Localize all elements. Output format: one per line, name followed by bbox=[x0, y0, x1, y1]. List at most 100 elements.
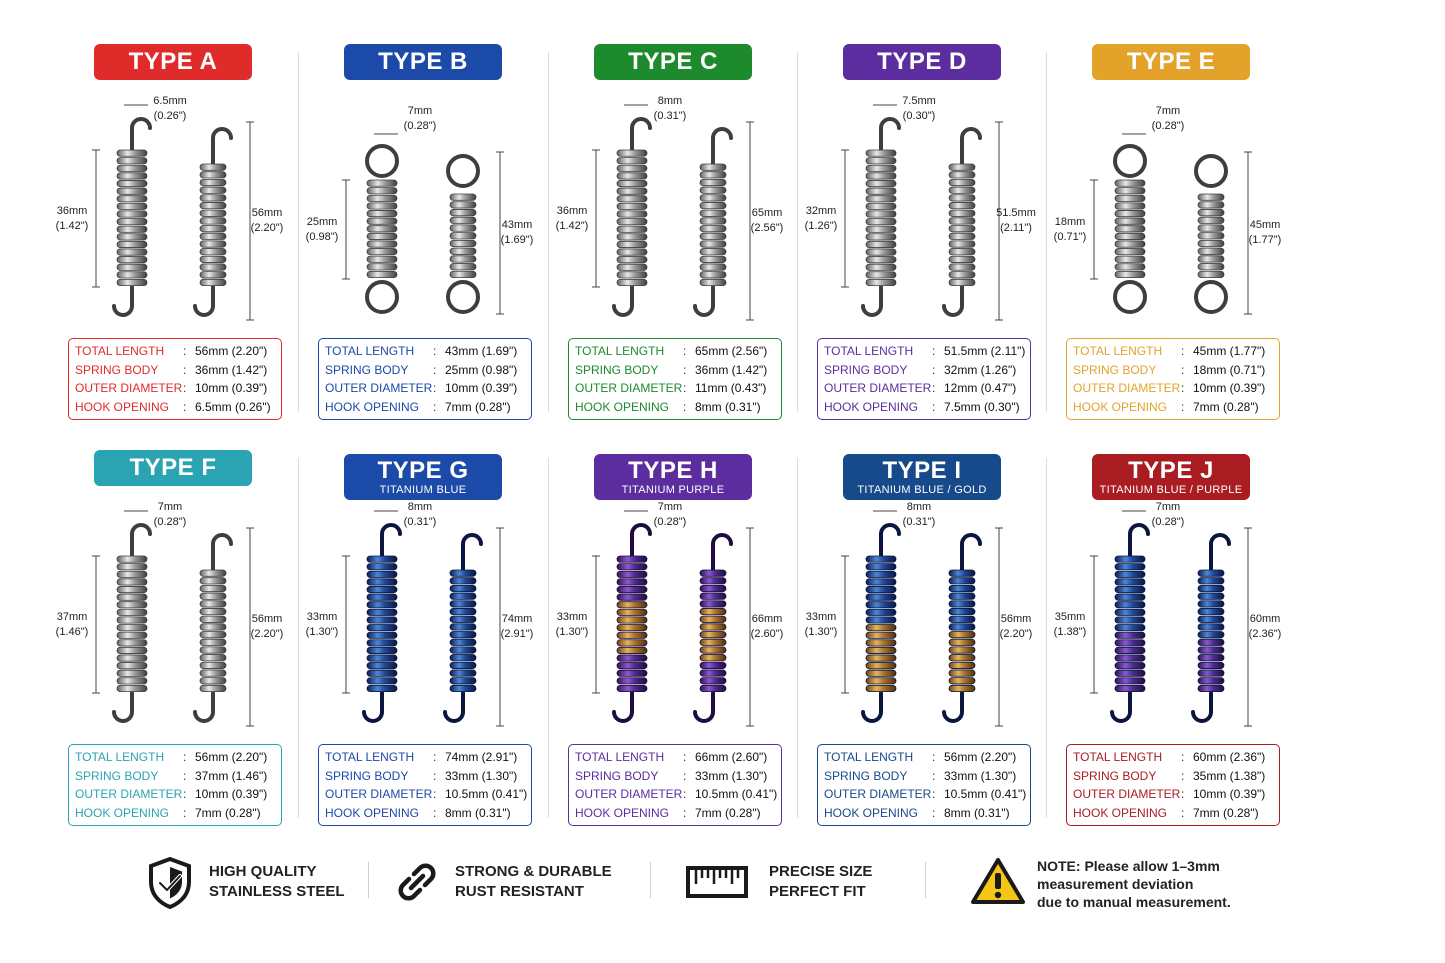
total-dim-in: (2.11") bbox=[1000, 222, 1032, 234]
spec-colon: : bbox=[183, 399, 187, 414]
spec-row-total-length: TOTAL LENGTH:56mm (2.20") bbox=[75, 748, 277, 766]
total-dim-in: (2.36") bbox=[1248, 628, 1282, 640]
spec-value: 10.5mm (0.41") bbox=[445, 787, 528, 801]
column-divider bbox=[797, 52, 798, 412]
feature-quality-line2: STAINLESS STEEL bbox=[209, 883, 345, 900]
body-dim-in: (1.46") bbox=[55, 625, 89, 638]
hook-dim-mm: 6.5mm bbox=[153, 95, 187, 107]
spec-value: 33mm (1.30") bbox=[445, 768, 518, 783]
spec-value: 36mm (1.42") bbox=[695, 362, 768, 377]
spec-label: SPRING BODY bbox=[575, 362, 659, 377]
spec-label: HOOK OPENING bbox=[1073, 805, 1168, 820]
type-subtitle: TITANIUM BLUE / PURPLE bbox=[1099, 484, 1243, 496]
type-title: TYPE F bbox=[129, 454, 217, 481]
spring-illustration bbox=[92, 510, 254, 727]
spec-label: HOOK OPENING bbox=[575, 399, 670, 414]
body-dim-mm: 33mm bbox=[805, 610, 837, 623]
spec-row-outer-diameter: OUTER DIAMETER:10.5mm (0.41") bbox=[325, 785, 527, 803]
spec-value: 10mm (0.39") bbox=[1193, 381, 1266, 395]
column-divider bbox=[797, 458, 798, 818]
spec-row-outer-diameter: OUTER DIAMETER:12mm (0.47") bbox=[824, 379, 1026, 397]
total-dim-mm: 45mm bbox=[1249, 219, 1281, 231]
spec-row-total-length: TOTAL LENGTH:56mm (2.20") bbox=[824, 748, 1026, 766]
spec-colon: : bbox=[1181, 399, 1185, 414]
spec-row-hook-opening: HOOK OPENING:7mm (0.28") bbox=[1073, 398, 1275, 416]
body-dim-in: (1.42") bbox=[55, 219, 89, 232]
spec-row-hook-opening: HOOK OPENING:7mm (0.28") bbox=[575, 804, 777, 822]
spring-illustration bbox=[342, 510, 504, 727]
total-dim-mm: 60mm bbox=[1249, 613, 1281, 625]
hook-dim-mm: 7mm bbox=[407, 105, 433, 117]
spec-label: OUTER DIAMETER bbox=[325, 381, 433, 395]
spec-row-total-length: TOTAL LENGTH:56mm (2.20") bbox=[75, 342, 277, 360]
spec-value: 12mm (0.47") bbox=[944, 381, 1017, 395]
feature-size-line2: PERFECT FIT bbox=[769, 883, 866, 900]
spec-colon: : bbox=[183, 787, 187, 801]
column-divider bbox=[548, 52, 549, 412]
spring-right bbox=[1194, 154, 1228, 314]
spec-label: TOTAL LENGTH bbox=[1073, 344, 1163, 358]
feature-note: NOTE: Please allow 1–3mm measurement dev… bbox=[970, 850, 1260, 920]
spec-value: 8mm (0.31") bbox=[695, 399, 761, 414]
body-dim-in: (1.38") bbox=[1053, 625, 1087, 638]
body-dim-mm: 37mm bbox=[56, 610, 88, 623]
spec-value: 33mm (1.30") bbox=[944, 768, 1017, 783]
spec-colon: : bbox=[1181, 750, 1185, 764]
spec-row-hook-opening: HOOK OPENING:7mm (0.28") bbox=[1073, 804, 1275, 822]
hook-dim-mm: 8mm bbox=[407, 501, 433, 513]
total-dim-in: (2.20") bbox=[999, 628, 1033, 640]
spec-value: 74mm (2.91") bbox=[445, 750, 518, 764]
type-title: TYPE A bbox=[128, 48, 218, 75]
spring-left bbox=[112, 523, 152, 723]
hook-dim-in: (0.31") bbox=[902, 516, 936, 528]
chain-link-icon bbox=[398, 863, 436, 901]
type-badge: TYPE C bbox=[594, 44, 752, 80]
spec-colon: : bbox=[683, 750, 687, 764]
body-dim-in: (0.98") bbox=[305, 230, 339, 243]
body-dim-in: (1.42") bbox=[555, 219, 589, 232]
spec-colon: : bbox=[932, 399, 936, 414]
spec-value: 6.5mm (0.26") bbox=[195, 399, 271, 414]
column-divider bbox=[1046, 458, 1047, 818]
spec-value: 7mm (0.28") bbox=[1193, 805, 1259, 820]
spring-left bbox=[861, 523, 901, 723]
spec-colon: : bbox=[183, 805, 187, 820]
hook-dim-mm: 8mm bbox=[657, 95, 683, 107]
spec-colon: : bbox=[932, 787, 936, 801]
hook-dim-in: (0.28") bbox=[653, 516, 687, 528]
spec-label: HOOK OPENING bbox=[325, 399, 420, 414]
spring-illustration bbox=[342, 133, 504, 315]
type-title: TYPE D bbox=[877, 48, 967, 75]
total-dim-in: (1.69") bbox=[500, 234, 534, 246]
spec-label: TOTAL LENGTH bbox=[575, 344, 665, 358]
spec-label: SPRING BODY bbox=[75, 768, 159, 783]
spring-right bbox=[942, 127, 982, 317]
spring-left bbox=[861, 117, 901, 317]
spec-row-spring-body: SPRING BODY:32mm (1.26") bbox=[824, 361, 1026, 379]
spec-colon: : bbox=[1181, 787, 1185, 801]
total-dim-in: (1.77") bbox=[1248, 234, 1282, 246]
body-dim-mm: 33mm bbox=[306, 610, 338, 623]
spring-right bbox=[443, 533, 483, 723]
spring-right bbox=[1191, 533, 1231, 723]
spec-label: HOOK OPENING bbox=[325, 805, 420, 820]
spec-row-hook-opening: HOOK OPENING:6.5mm (0.26") bbox=[75, 398, 277, 416]
spring-left bbox=[362, 523, 402, 723]
spec-row-total-length: TOTAL LENGTH:43mm (1.69") bbox=[325, 342, 527, 360]
spec-value: 7.5mm (0.30") bbox=[944, 399, 1020, 414]
type-title: TYPE B bbox=[378, 48, 468, 75]
spec-row-hook-opening: HOOK OPENING:7.5mm (0.30") bbox=[824, 398, 1026, 416]
total-dim-mm: 56mm bbox=[1000, 613, 1032, 625]
feature-bar: HIGH QUALITY STAINLESS STEEL STRONG & DU… bbox=[0, 850, 1445, 920]
type-subtitle: TITANIUM BLUE bbox=[379, 484, 467, 496]
spec-value: 25mm (0.98") bbox=[445, 362, 518, 377]
spec-label: TOTAL LENGTH bbox=[1073, 750, 1163, 764]
spec-row-total-length: TOTAL LENGTH:60mm (2.36") bbox=[1073, 748, 1275, 766]
spec-colon: : bbox=[183, 381, 187, 395]
